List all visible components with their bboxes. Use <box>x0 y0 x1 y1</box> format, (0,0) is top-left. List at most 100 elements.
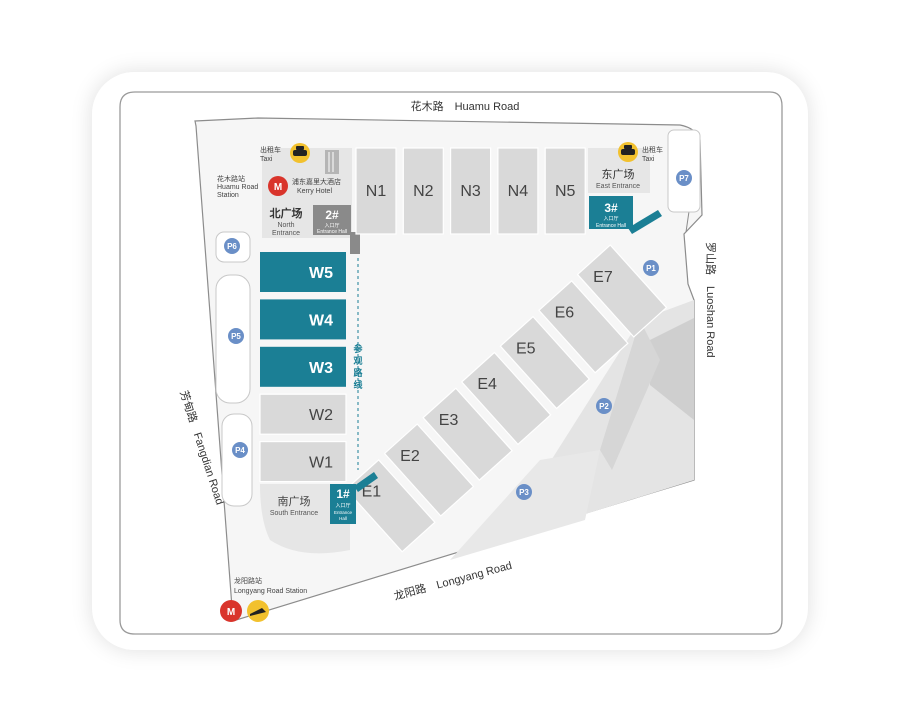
svg-text:E5: E5 <box>516 340 536 357</box>
svg-text:1#: 1# <box>336 487 350 501</box>
svg-text:入口厅: 入口厅 <box>603 216 618 222</box>
road-label-north: 花木路 Huamu Road <box>411 100 520 113</box>
svg-text:3#: 3# <box>604 201 618 215</box>
hall-w2[interactable]: W2 <box>259 393 347 435</box>
hall-e7[interactable]: E7 <box>576 244 668 338</box>
hall-e2[interactable]: E2 <box>383 423 475 517</box>
svg-text:E1: E1 <box>362 484 382 501</box>
svg-text:北广场: 北广场 <box>270 206 303 220</box>
svg-text:P3: P3 <box>519 488 529 497</box>
svg-text:W5: W5 <box>309 265 333 282</box>
hall-w3[interactable]: W3 <box>260 346 346 387</box>
parking-p6-marker: P6 <box>224 238 240 254</box>
parking-p2-marker: P2 <box>596 398 612 414</box>
svg-text:2#: 2# <box>325 208 339 222</box>
huamu-station-label-cn: 花木路站 <box>217 174 245 183</box>
kerry-hotel-icon <box>325 150 339 174</box>
north-connector <box>350 232 360 254</box>
hall-n3[interactable]: N3 <box>450 147 492 235</box>
svg-text:P1: P1 <box>646 264 656 273</box>
hall-n4[interactable]: N4 <box>497 147 539 235</box>
entrance-3-connector <box>628 210 662 234</box>
taxi-east-icon <box>618 142 638 162</box>
svg-text:E6: E6 <box>555 305 575 322</box>
svg-text:E7: E7 <box>593 269 613 286</box>
svg-text:P5: P5 <box>231 332 241 341</box>
svg-text:参: 参 <box>353 343 363 354</box>
longyang-station-label-en: Longyang Road Station <box>234 588 307 595</box>
hall-w4[interactable]: W4 <box>260 299 346 340</box>
svg-text:Entrance: Entrance <box>272 230 300 237</box>
svg-text:W3: W3 <box>309 360 333 377</box>
entrance-1-connector <box>354 472 378 492</box>
north-entrance-label: 北广场 North Entrance <box>270 206 303 237</box>
east-entrance-label: 东广场 East Entrance <box>596 167 640 190</box>
entrance-hall-3[interactable]: 3# 入口厅 Entrance Hall <box>589 196 633 229</box>
svg-text:N1: N1 <box>366 183 387 200</box>
parking-p1-marker: P1 <box>643 260 659 276</box>
svg-text:观: 观 <box>353 356 362 366</box>
road-label-east: 罗山路 Luoshan Road <box>704 242 717 358</box>
entrance-hall-1[interactable]: 1# 入口厅 Entrance Hall <box>330 484 356 524</box>
taxi-east-label-cn: 出租车 <box>642 145 663 154</box>
svg-text:North: North <box>277 222 294 229</box>
svg-text:线: 线 <box>353 379 362 390</box>
parking-p3-marker: P3 <box>516 484 532 500</box>
taxi-north-label-en: Taxi <box>260 156 273 163</box>
hall-n2[interactable]: N2 <box>402 147 444 235</box>
svg-text:P2: P2 <box>599 402 609 411</box>
svg-text:Entrance Hall: Entrance Hall <box>317 229 347 235</box>
parking-p4-marker: P4 <box>232 442 248 458</box>
huamu-station-label-en2: Station <box>217 192 239 199</box>
south-entrance-area <box>260 484 350 554</box>
visit-route-label: 参 观 路 线 <box>353 343 363 390</box>
svg-text:P4: P4 <box>235 446 245 455</box>
svg-text:N2: N2 <box>413 183 434 200</box>
parking-strip-p4 <box>221 413 253 507</box>
svg-text:Entrance: Entrance <box>334 510 353 515</box>
svg-text:N4: N4 <box>508 183 529 200</box>
svg-text:East Entrance: East Entrance <box>596 183 640 190</box>
metro-longyang-icon: M <box>220 600 242 622</box>
entrance-hall-2[interactable]: 2# 入口厅 Entrance Hall <box>313 205 351 235</box>
hall-w1[interactable]: W1 <box>259 441 347 483</box>
svg-text:南广场: 南广场 <box>278 494 311 508</box>
svg-text:W1: W1 <box>309 455 333 472</box>
svg-text:W2: W2 <box>309 407 333 424</box>
taxi-east-label-en: Taxi <box>642 156 655 163</box>
svg-text:E3: E3 <box>439 412 459 429</box>
svg-text:E2: E2 <box>400 448 420 465</box>
east-lane <box>600 320 660 470</box>
svg-text:路: 路 <box>353 367 363 378</box>
svg-text:Entrance Hall: Entrance Hall <box>596 223 626 229</box>
hall-e4[interactable]: E4 <box>460 351 552 446</box>
hall-e5[interactable]: E5 <box>499 315 591 410</box>
taxi-north-label-cn: 出租车 <box>260 145 281 154</box>
svg-text:东广场: 东广场 <box>602 167 635 181</box>
hall-n5[interactable]: N5 <box>544 147 586 235</box>
hall-e3[interactable]: E3 <box>422 387 513 481</box>
svg-text:P7: P7 <box>679 174 689 183</box>
svg-text:Hall: Hall <box>339 516 347 521</box>
svg-text:W4: W4 <box>309 312 333 329</box>
svg-text:N3: N3 <box>460 183 481 200</box>
parking-p5-marker: P5 <box>228 328 244 344</box>
hall-e6[interactable]: E6 <box>538 280 629 374</box>
svg-text:E4: E4 <box>477 376 497 393</box>
south-entrance-label: 南广场 South Entrance <box>270 494 318 517</box>
east-green-area <box>650 318 694 420</box>
hall-n1[interactable]: N1 <box>355 147 397 235</box>
huamu-station-label-en1: Huamu Road <box>217 184 258 191</box>
north-halls: N1 N2 N3 N4 N5 <box>355 147 586 235</box>
svg-text:入口厅: 入口厅 <box>335 503 350 509</box>
parking-p7-marker: P7 <box>676 170 692 186</box>
svg-text:P6: P6 <box>227 242 237 251</box>
hall-w5[interactable]: W5 <box>260 252 346 292</box>
kerry-hotel-label-en: Kerry Hotel <box>297 188 332 195</box>
metro-huamu-icon: M <box>268 176 288 196</box>
svg-text:South Entrance: South Entrance <box>270 510 318 517</box>
